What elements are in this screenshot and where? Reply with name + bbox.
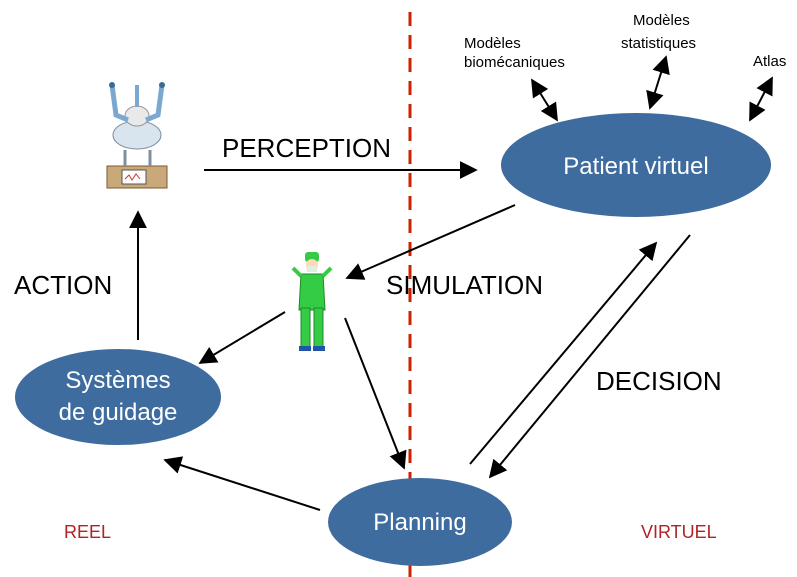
systemes-guidage-label-1: Systèmes	[65, 367, 170, 394]
atlas-label: Atlas	[753, 53, 786, 70]
zone-virtuel-label: VIRTUEL	[641, 522, 717, 542]
systemes-guidage-node: Systèmes de guidage	[15, 349, 221, 445]
planning-to-patient-arrow	[469, 241, 658, 465]
statistiques-link-arrow	[646, 55, 670, 110]
surgical-robot-icon	[106, 82, 168, 189]
planning-node: Planning	[328, 478, 512, 566]
surgeon-icon	[291, 252, 333, 351]
patient-virtuel-node: Patient virtuel	[501, 113, 771, 217]
action-label: ACTION	[14, 270, 112, 300]
zone-reel-label: REEL	[64, 522, 111, 542]
simulation-arrow	[345, 204, 516, 280]
systemes-guidage-label-2: de guidage	[59, 399, 178, 426]
perception-label: PERCEPTION	[222, 133, 391, 163]
modeles-statistiques-label-1: Modèles	[633, 12, 690, 29]
surgeon-to-planning-arrow	[344, 317, 407, 470]
decision-label: DECISION	[596, 366, 722, 396]
biomecaniques-link-arrow	[531, 78, 558, 122]
modeles-biomecaniques-label-2: biomécaniques	[464, 54, 565, 71]
surgeon-to-guidage-arrow	[198, 311, 286, 364]
modeles-biomecaniques-label-1: Modèles	[464, 35, 521, 52]
planning-label: Planning	[373, 509, 466, 536]
simulation-label: SIMULATION	[386, 270, 543, 300]
modeles-statistiques-label-2: statistiques	[621, 35, 696, 52]
atlas-link-arrow	[749, 76, 773, 122]
patient-to-planning-arrow	[488, 234, 691, 479]
patient-virtuel-label: Patient virtuel	[563, 153, 708, 180]
planning-to-guidage-arrow	[163, 456, 321, 511]
